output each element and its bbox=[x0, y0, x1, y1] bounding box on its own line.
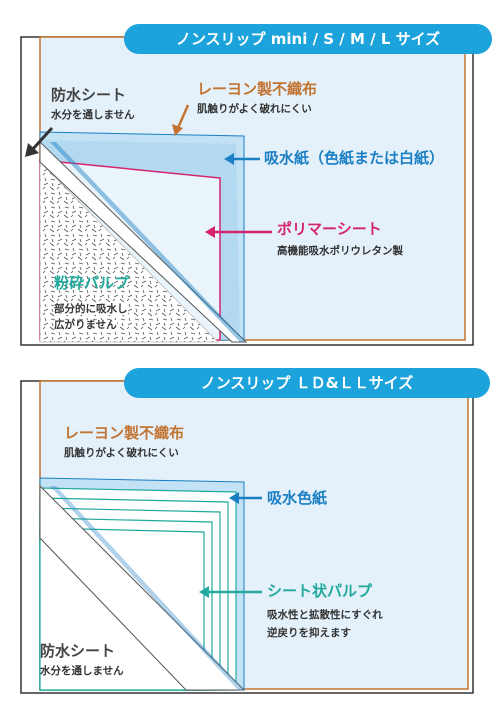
bottom-pulp-title: シート状パルプ bbox=[267, 582, 373, 600]
top-pulp-layer bbox=[39, 161, 219, 343]
bottom-paper-arrowhead bbox=[229, 492, 239, 504]
top-pulp-desc-1: 部分的に吸水し bbox=[54, 303, 128, 315]
bottom-diagram bbox=[20, 380, 474, 694]
top-rayon-desc: 肌触りがよく破れにくい bbox=[197, 103, 312, 115]
bottom-rayon-desc: 肌触りがよく破れにくい bbox=[64, 447, 179, 459]
top-fold-shadow bbox=[50, 142, 246, 342]
top-size-banner: ノンスリップ mini / S / M / L サイズ bbox=[124, 24, 492, 54]
top-rayon-arrow bbox=[176, 104, 190, 129]
top-folded-corner bbox=[39, 140, 248, 343]
bottom-pulp-desc-1: 吸水性と拡散性にすぐれ bbox=[267, 609, 383, 621]
top-polymer-arrowhead bbox=[205, 226, 215, 238]
top-backsheet-arrowhead bbox=[25, 143, 39, 157]
bottom-size-banner: ノンスリップ ＬＤ&ＬＬサイズ bbox=[124, 368, 490, 398]
bottom-pulp-arrowhead bbox=[199, 586, 209, 598]
bottom-backsheet-desc: 水分を通しません bbox=[40, 665, 124, 677]
bottom-paper-title: 吸水色紙 bbox=[267, 489, 328, 507]
bottom-rayon-title: レーヨン製不織布 bbox=[64, 424, 185, 442]
top-paper-title: 吸水紙（色紙または白紙） bbox=[264, 149, 445, 167]
top-pulp-desc-2: 広がりません bbox=[54, 319, 117, 331]
top-rayon-title: レーヨン製不織布 bbox=[197, 80, 318, 98]
bottom-backsheet-title: 防水シート bbox=[40, 642, 116, 660]
top-leaders bbox=[25, 104, 272, 238]
top-polymer-desc: 高機能吸水ポリウレタン製 bbox=[277, 245, 403, 257]
bottom-folded-corner bbox=[39, 484, 246, 691]
bottom-fold-shadow bbox=[50, 486, 244, 690]
top-backsheet-desc: 水分を通しません bbox=[51, 109, 135, 121]
top-pulp-title: 粉砕パルプ bbox=[54, 274, 130, 292]
top-backsheet-title: 防水シート bbox=[51, 86, 127, 104]
top-polymer-title: ポリマーシート bbox=[277, 220, 382, 238]
bottom-pulp-desc-2: 逆戻りを抑えます bbox=[267, 627, 351, 639]
top-paper-arrowhead bbox=[224, 153, 234, 165]
top-rayon-arrowhead bbox=[172, 124, 183, 136]
bottom-leaders bbox=[199, 492, 262, 598]
top-diagram bbox=[20, 36, 474, 346]
top-backsheet-arrow bbox=[30, 126, 54, 152]
